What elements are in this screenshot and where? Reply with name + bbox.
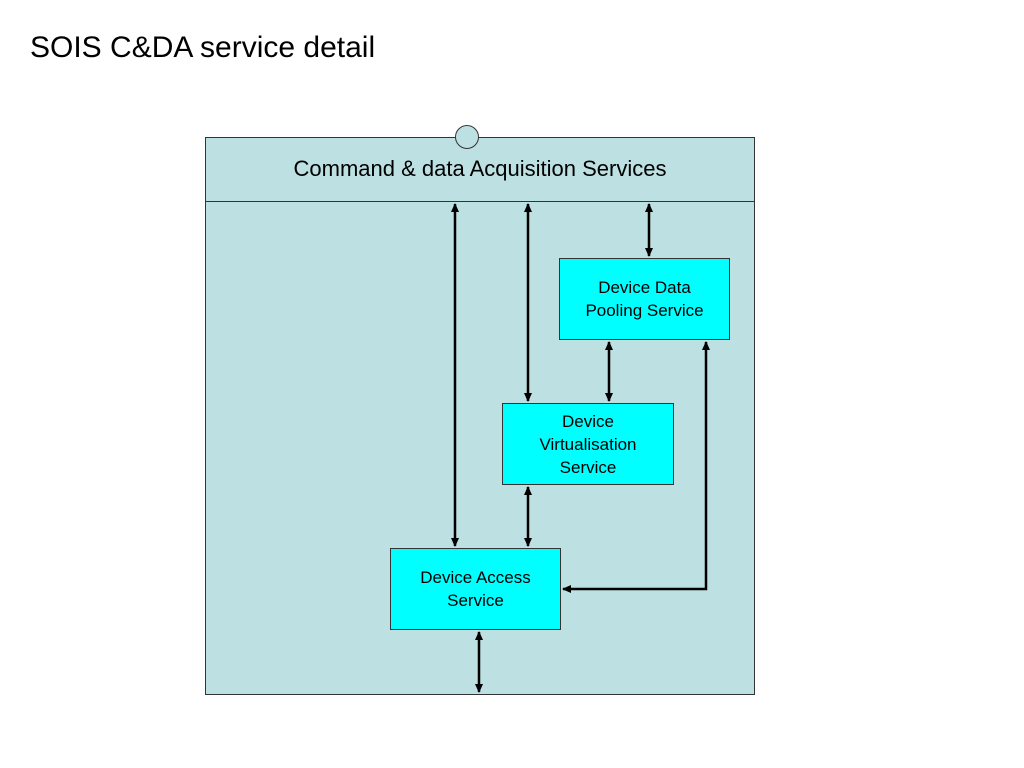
device-data-pooling-service-box: Device Data Pooling Service	[559, 258, 730, 340]
device-access-service-label: Device Access Service	[420, 568, 531, 610]
cda-services-header: Command & data Acquisition Services	[206, 138, 754, 202]
cda-services-header-label: Command & data Acquisition Services	[293, 155, 667, 181]
device-access-service-box: Device Access Service	[390, 548, 561, 630]
slide-title: SOIS C&DA service detail	[30, 31, 376, 64]
device-data-pooling-service-label: Device Data Pooling Service	[585, 278, 704, 320]
device-virtualisation-service-box: Device Virtualisation Service	[502, 403, 674, 485]
service-interface-circle	[455, 125, 479, 149]
device-virtualisation-service-label: Device Virtualisation Service	[539, 411, 637, 477]
